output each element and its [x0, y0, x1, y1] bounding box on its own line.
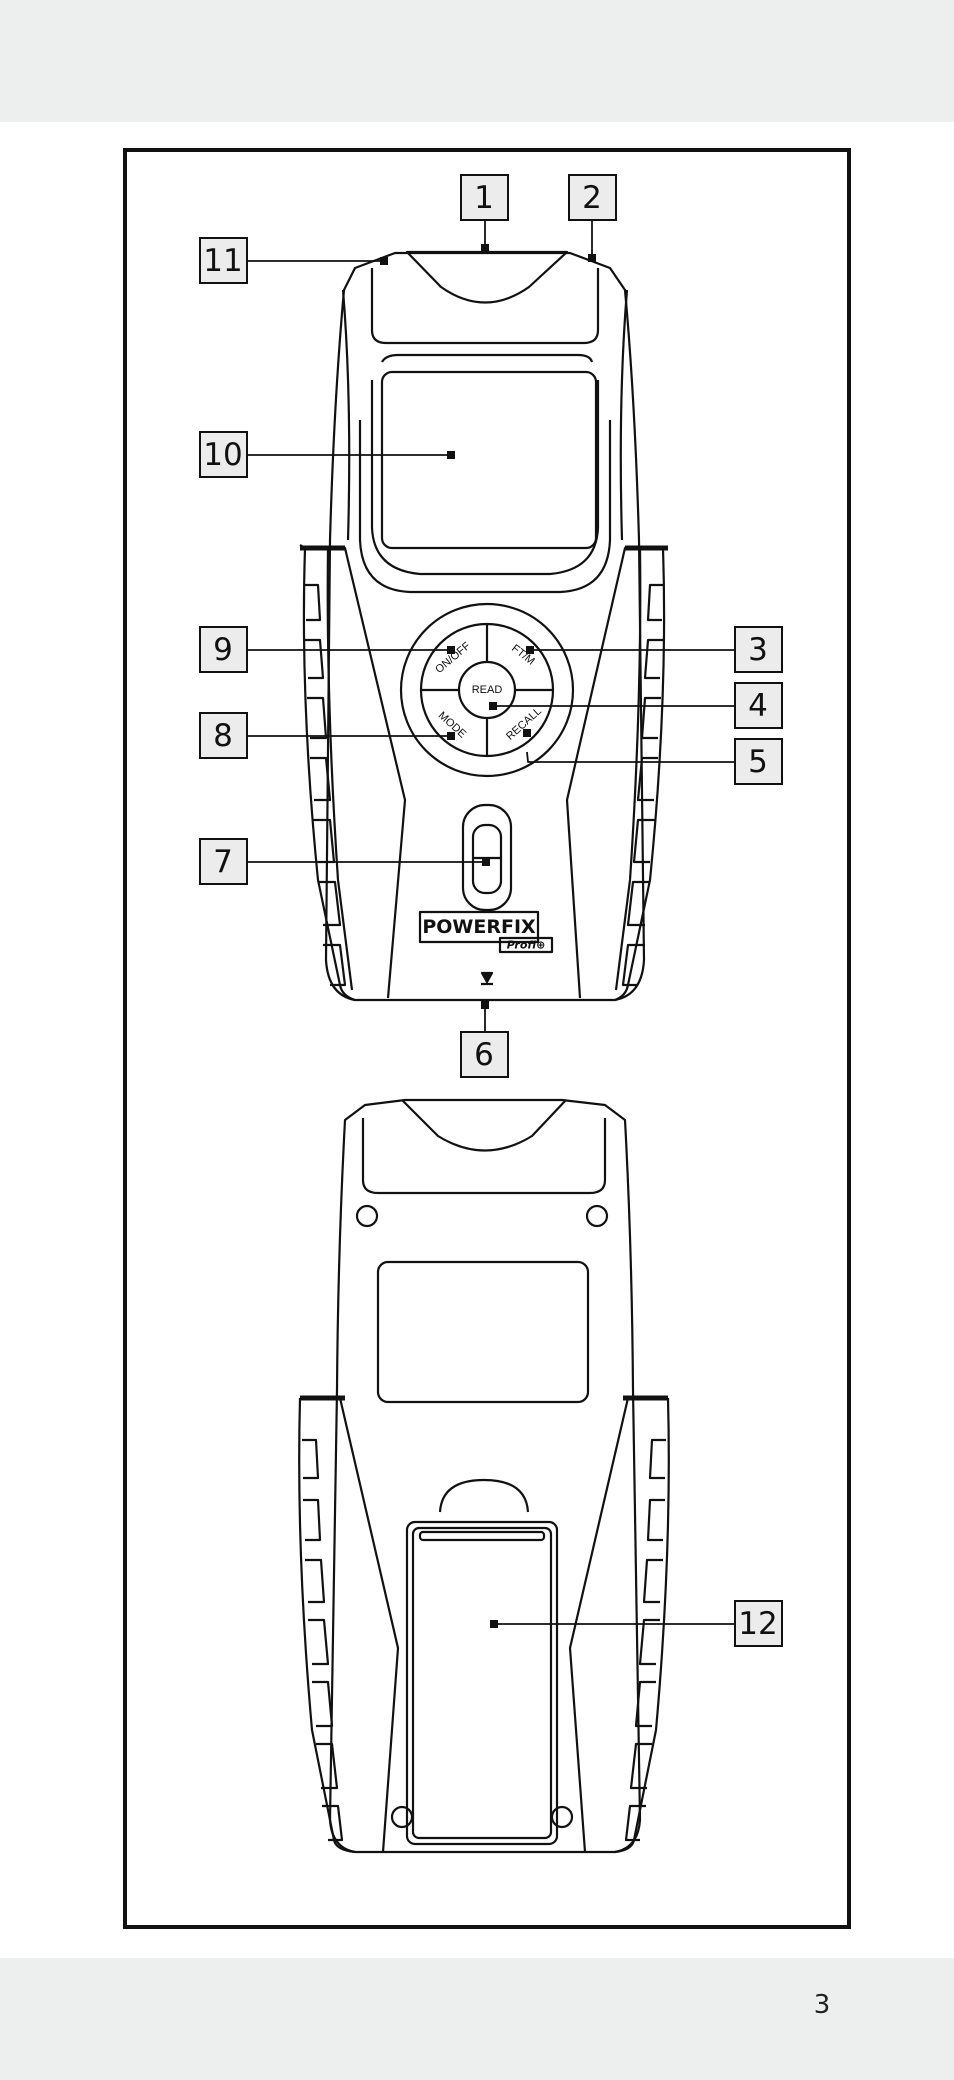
callout-10-box	[199, 431, 248, 478]
battery-compartment	[405, 1520, 559, 1846]
callout-5-box	[734, 738, 783, 785]
callout-12: 12	[738, 1606, 777, 1642]
callout-10: 10	[203, 437, 242, 473]
read-button-label[interactable]: READ	[472, 684, 503, 696]
callout-12-box	[734, 1600, 783, 1647]
page-number: 3	[813, 1990, 831, 2020]
callout-1-box	[460, 174, 509, 221]
callout-7: 7	[213, 844, 233, 880]
callout-4: 4	[748, 688, 768, 724]
device-button-labels: ON/OFF FT/M READ MODE RECALL POWERFIX Pr…	[422, 640, 545, 952]
leader-lines	[247, 220, 735, 1625]
back-view	[298, 1098, 670, 1854]
callout-6: 6	[474, 1037, 494, 1073]
callout-5: 5	[748, 744, 768, 780]
callout-11-box	[199, 237, 248, 284]
callout-9-box	[199, 626, 248, 673]
callout-3-box	[734, 626, 783, 673]
callout-8-box	[199, 712, 248, 759]
callout-7-box	[199, 838, 248, 885]
callout-3: 3	[748, 632, 768, 668]
callout-9: 9	[213, 632, 233, 668]
leader-dots	[380, 244, 596, 1628]
brand-sub: Profi⊕	[507, 939, 546, 952]
brand-name: POWERFIX	[422, 916, 536, 938]
ultrasonic-sensor	[405, 250, 569, 304]
callouts	[199, 174, 783, 1647]
callout-1: 1	[474, 180, 494, 216]
header-band	[0, 0, 954, 122]
brand-plate	[418, 910, 540, 944]
callout-2-box	[568, 174, 617, 221]
front-view	[299, 250, 668, 1002]
callout-2: 2	[582, 180, 602, 216]
callout-6-box	[460, 1031, 509, 1078]
back-label-area	[376, 1260, 590, 1404]
callout-11: 11	[203, 243, 242, 279]
callout-8: 8	[213, 718, 233, 754]
callout-4-box	[734, 682, 783, 729]
display-screen	[380, 370, 598, 550]
laser-window	[461, 803, 513, 912]
footer-band	[0, 1958, 954, 2080]
reference-marker-icon	[480, 971, 494, 986]
callout-labels: 1 2 11 10 9 8 7 3 4 5 6 12	[203, 180, 777, 1642]
recall-button[interactable]: RECALL	[504, 705, 544, 743]
